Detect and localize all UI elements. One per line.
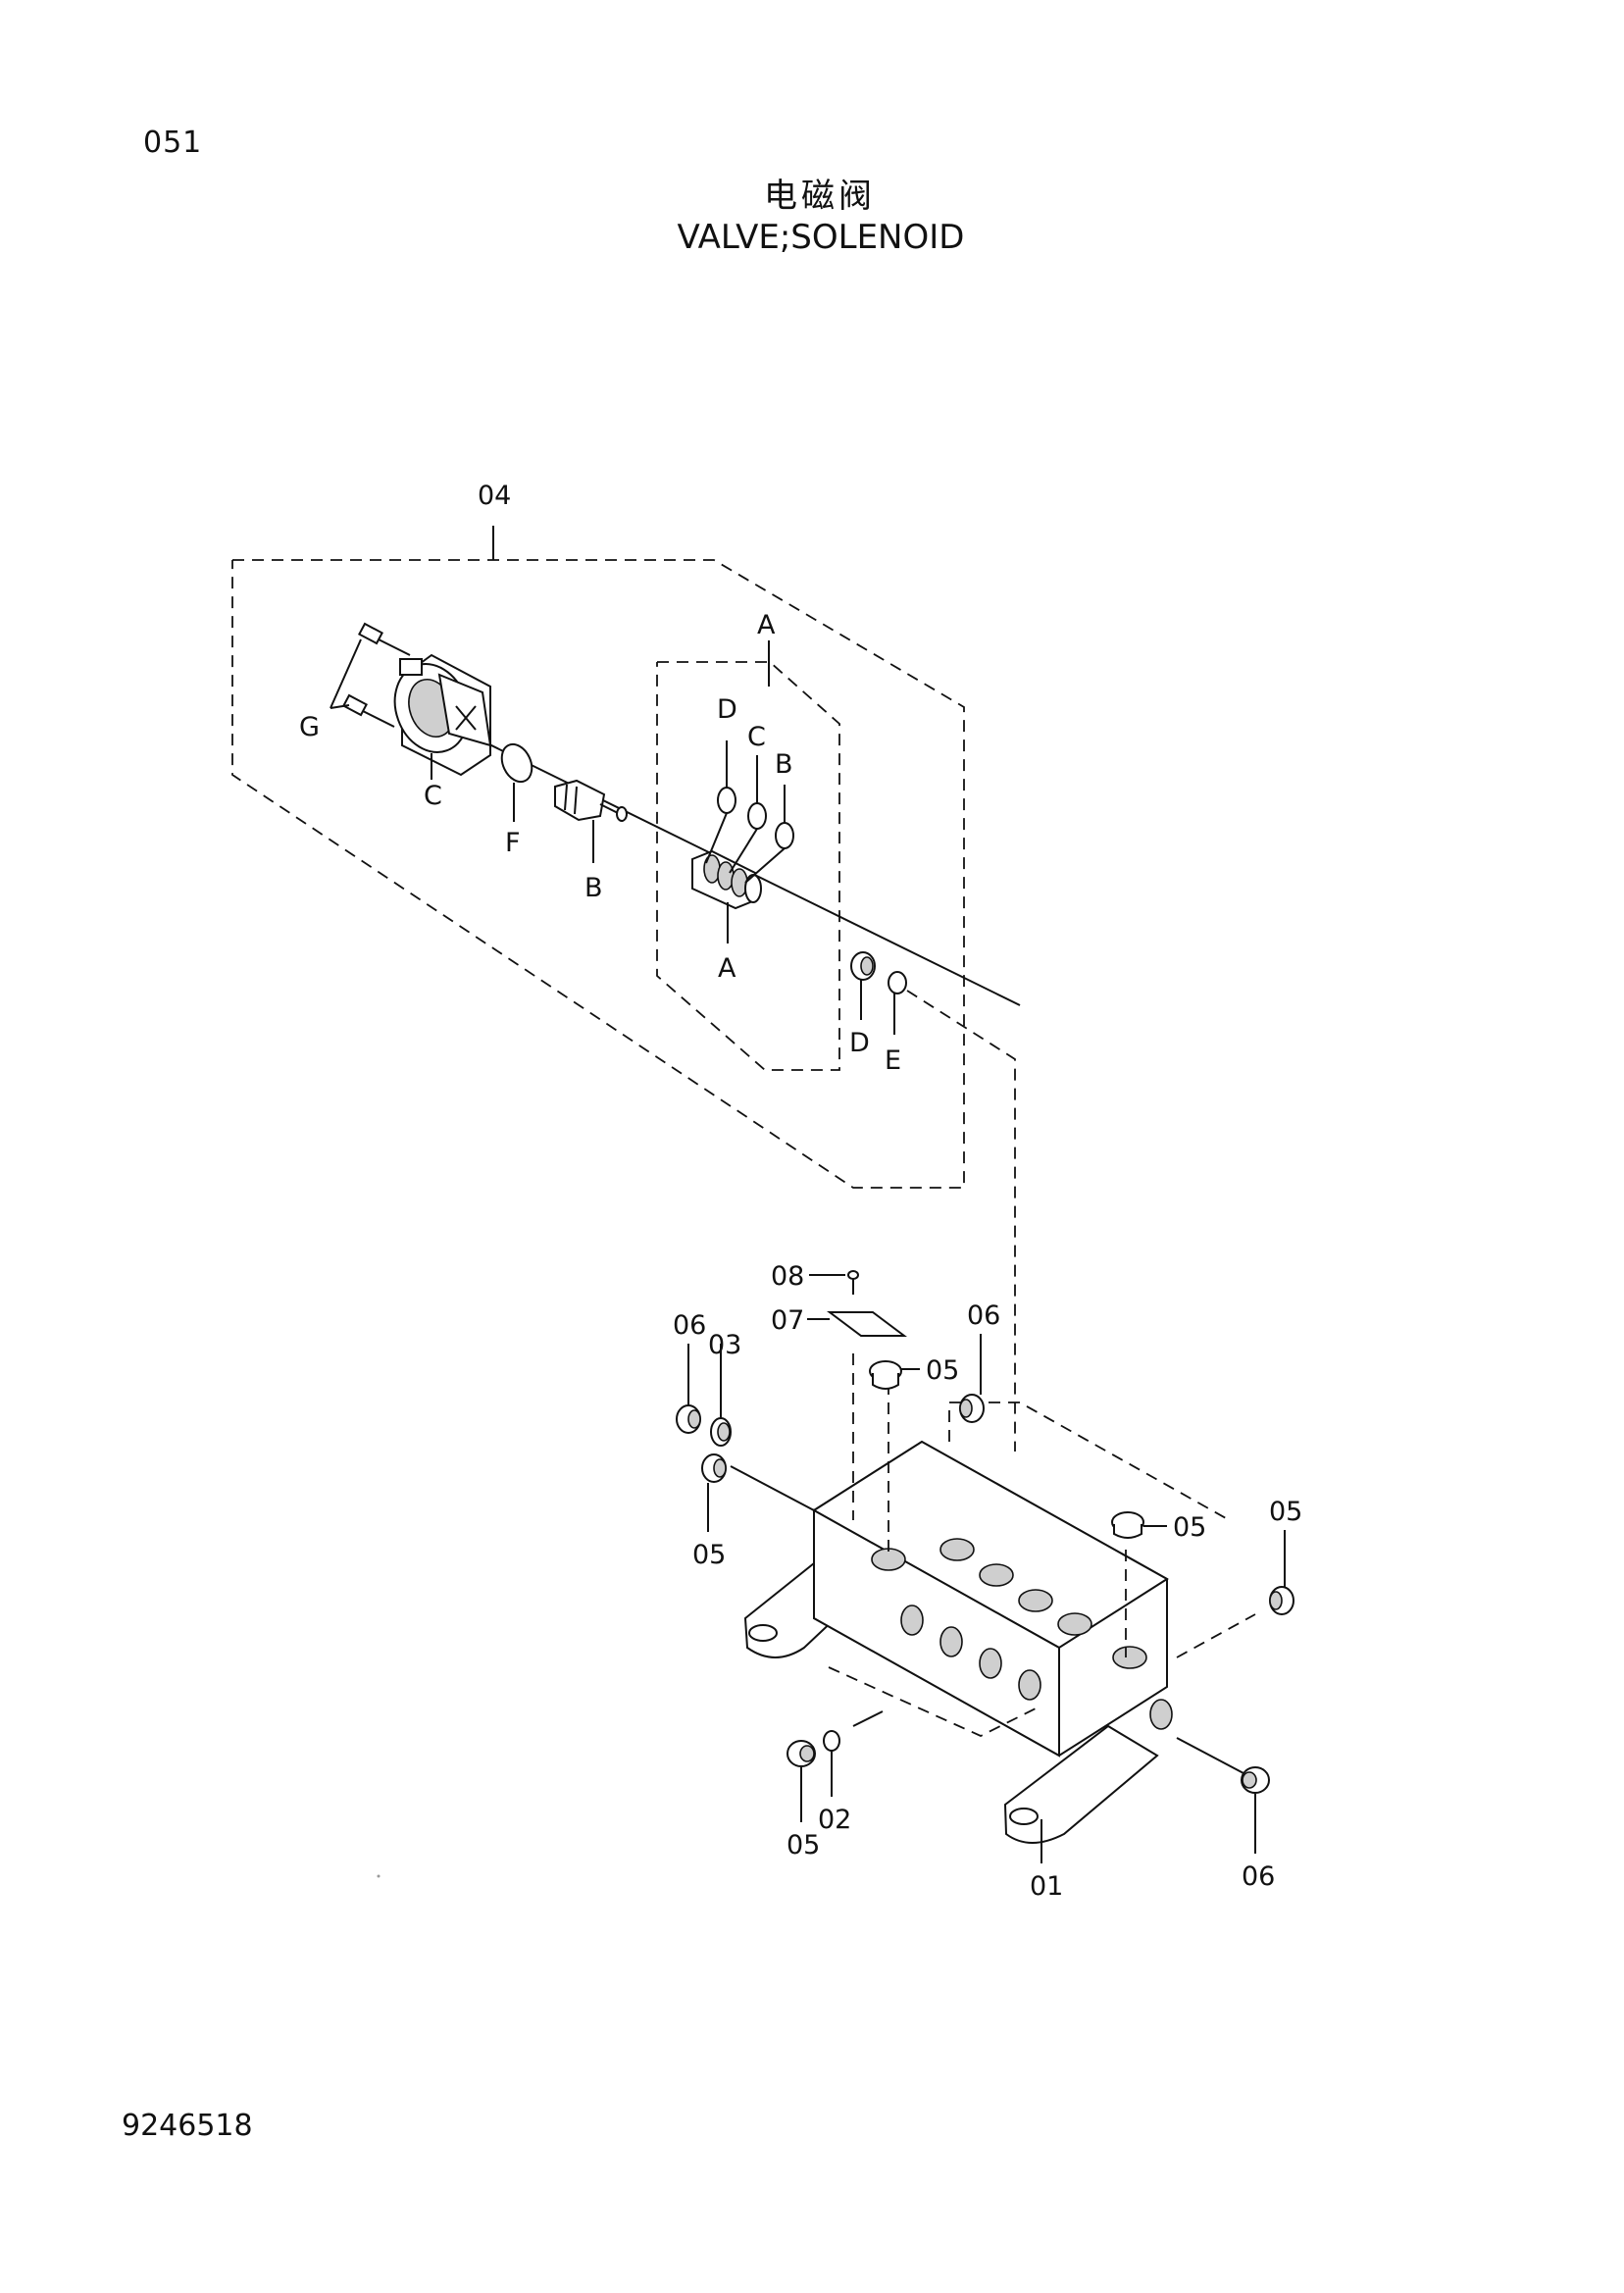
right-plugs <box>1111 1511 1294 1615</box>
title-chinese: 电磁阀 <box>764 177 876 216</box>
callout-d-bottom: D <box>849 1028 870 1058</box>
scan-speck <box>377 1874 381 1878</box>
callout-02: 02 <box>818 1805 851 1835</box>
callout-04: 04 <box>478 481 511 511</box>
left-plugs <box>676 1344 732 1532</box>
callout-e: E <box>885 1045 901 1076</box>
page-number: 051 <box>143 126 203 160</box>
callout-05-far-right: 05 <box>1269 1497 1302 1527</box>
callout-03: 03 <box>708 1330 741 1360</box>
title-english: VALVE;SOLENOID <box>677 218 965 257</box>
callout-07: 07 <box>771 1305 804 1336</box>
callout-g: G <box>299 712 320 742</box>
callout-05-right: 05 <box>1173 1512 1206 1543</box>
callout-06-left: 06 <box>673 1310 706 1341</box>
callout-05-top: 05 <box>926 1355 959 1386</box>
drawing-number: 9246518 <box>122 2109 253 2143</box>
assembly-04-boundary <box>231 526 965 1189</box>
callout-08: 08 <box>771 1261 804 1292</box>
valve-body-01 <box>743 1440 1173 1863</box>
screw-g <box>330 622 411 728</box>
screw-08-plate-07 <box>807 1270 907 1337</box>
solenoid-coil <box>393 653 492 780</box>
body-guide-lines <box>730 1353 1256 1774</box>
callout-b-left: B <box>584 873 603 903</box>
callout-06-mid: 06 <box>967 1300 1000 1331</box>
callout-a-bottom: A <box>718 953 736 984</box>
bottom-plugs <box>787 1730 1270 1854</box>
callout-a-top: A <box>757 610 776 640</box>
callout-d-top: D <box>717 694 737 725</box>
callout-05-bottom: 05 <box>787 1830 820 1860</box>
callout-01: 01 <box>1030 1871 1063 1902</box>
plug-05-top <box>869 1360 920 1390</box>
plug-d-ring-e <box>850 951 907 1035</box>
plug-06-mid <box>959 1334 985 1423</box>
o-rings-dcb <box>705 740 794 884</box>
callout-06-bottom: 06 <box>1242 1861 1275 1892</box>
spool-a <box>691 849 762 943</box>
subassembly-a-boundary <box>656 640 840 1071</box>
callout-c-left: C <box>424 781 442 811</box>
plunger-b <box>554 779 628 863</box>
o-ring-f <box>500 742 533 822</box>
connector-e-to-body <box>906 990 1016 1452</box>
callout-f: F <box>505 828 521 858</box>
callout-c-top: C <box>747 722 766 752</box>
callout-b-top: B <box>775 749 793 780</box>
callout-05-left: 05 <box>692 1540 726 1570</box>
